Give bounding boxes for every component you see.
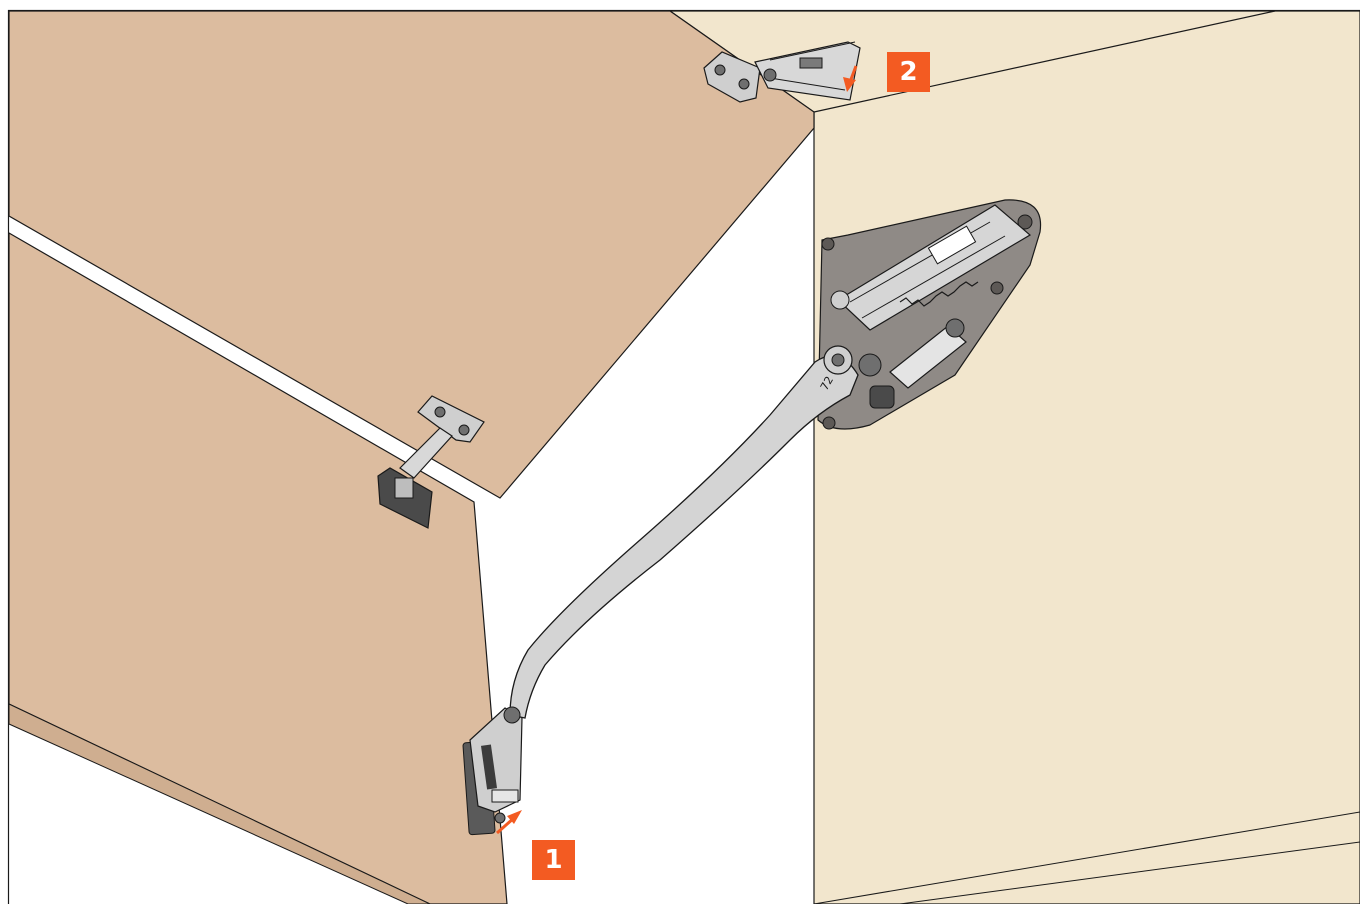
callout-badge-2: 2 <box>887 52 930 92</box>
callout-badge-1: 1 <box>532 840 575 880</box>
